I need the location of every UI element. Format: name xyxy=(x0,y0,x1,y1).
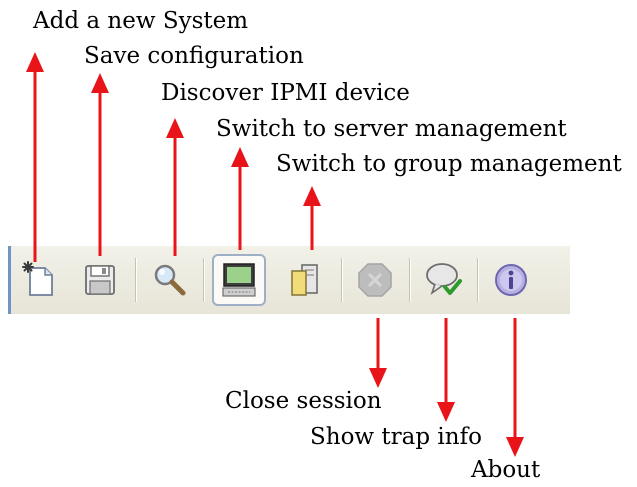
add-new-system-button[interactable] xyxy=(13,254,67,306)
toolbar-separator xyxy=(409,258,410,302)
toolbar-separator xyxy=(135,258,136,302)
arrow-add-new-system xyxy=(26,52,44,262)
arrow-discover-ipmi-device xyxy=(166,118,184,256)
label-close-session: Close session xyxy=(225,388,382,414)
label-add-new-system: Add a new System xyxy=(33,8,249,34)
toolbar-separator xyxy=(341,258,342,302)
discover-ipmi-device-button[interactable] xyxy=(143,254,197,306)
label-discover-ipmi-device: Discover IPMI device xyxy=(161,80,410,106)
switch-group-management-button[interactable] xyxy=(278,254,332,306)
floppy-disk-icon xyxy=(85,265,115,295)
computer-monitor-icon xyxy=(222,263,256,297)
switch-server-management-button[interactable] xyxy=(212,254,266,306)
speech-bubble-check-icon xyxy=(426,263,462,296)
save-configuration-button[interactable] xyxy=(73,254,127,306)
arrow-show-trap-info xyxy=(437,318,455,422)
close-session-icon xyxy=(358,263,392,297)
arrow-switch-group-management xyxy=(303,186,321,250)
label-show-trap-info: Show trap info xyxy=(310,424,482,450)
about-button[interactable] xyxy=(484,254,538,306)
label-about: About xyxy=(471,457,541,483)
info-icon xyxy=(495,264,527,296)
arrow-switch-server-management xyxy=(231,147,249,250)
group-documents-icon xyxy=(291,264,318,296)
arrow-save-configuration xyxy=(91,73,109,256)
magnifier-icon xyxy=(154,264,186,296)
label-switch-server-management: Switch to server management xyxy=(216,116,567,142)
new-system-icon xyxy=(22,261,53,296)
toolbar xyxy=(8,246,570,314)
close-session-button[interactable] xyxy=(348,254,402,306)
arrow-about xyxy=(506,318,524,457)
show-trap-info-button[interactable] xyxy=(416,254,470,306)
toolbar-separator xyxy=(477,258,478,302)
arrow-close-session xyxy=(369,318,387,388)
label-switch-group-management: Switch to group management xyxy=(276,151,622,177)
label-save-configuration: Save configuration xyxy=(84,43,304,69)
toolbar-separator xyxy=(203,258,204,302)
